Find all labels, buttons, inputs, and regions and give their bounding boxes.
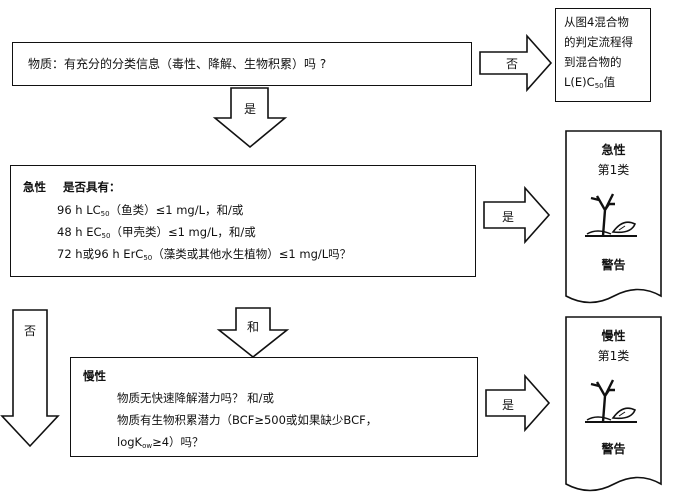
environment-hazard-icon — [585, 193, 637, 237]
label-acute-title: 急性 — [601, 143, 626, 157]
label-acute-shape — [565, 130, 662, 304]
environment-hazard-icon — [585, 379, 637, 423]
chronic-criterion-bioaccumulation: 物质有生物积累潜力（BCF≥500或如果缺少BCF， — [117, 413, 378, 427]
acute-algae-pre: 72 h或96 h ErC — [57, 247, 144, 261]
label-acute: 急性 第1类 警告 — [566, 131, 661, 296]
label-acute-signal: 警告 — [601, 258, 626, 272]
arrow-yes-right1-label: 是 — [500, 208, 516, 225]
acute-criterion-algae: 72 h或96 h ErC50（藻类或其他水生植物）≤1 mg/L吗？ — [57, 247, 352, 262]
label-chronic-shape — [565, 316, 662, 492]
acute-fish-sub: 50 — [100, 210, 110, 218]
acute-algae-sub: 50 — [143, 254, 153, 262]
arrow-no-left — [0, 309, 60, 448]
mixture-result-box: 从图4混合物 的判定流程得 到混合物的 L(E)C50值 — [555, 8, 651, 102]
mixture-result-line2: 的判定流程得 — [564, 35, 633, 49]
mixture-result-line1: 从图4混合物 — [564, 15, 629, 29]
acute-toxicity-box: 急性 是否具有： 96 h LC50（鱼类）≤1 mg/L，和/或 48 h E… — [10, 165, 476, 277]
acute-criterion-fish: 96 h LC50（鱼类）≤1 mg/L，和/或 — [57, 203, 244, 218]
acute-algae-post: （藻类或其他水生植物）≤1 mg/L吗？ — [152, 247, 352, 261]
mixture-result-line4: L(E)C50值 — [564, 75, 616, 90]
chronic-logk: logK — [117, 435, 143, 449]
acute-fish-pre: 96 h LC — [57, 203, 101, 217]
acute-fish-post: （鱼类）≤1 mg/L，和/或 — [109, 203, 244, 217]
mixture-result-lec-end: 值 — [603, 75, 616, 89]
chronic-logk-post: ≥4）吗？ — [152, 435, 204, 449]
acute-crustacea-pre: 48 h EC — [57, 225, 102, 239]
mixture-result-line3: 到混合物的 — [564, 55, 622, 69]
arrow-yes-right1 — [483, 185, 551, 245]
label-chronic-title: 慢性 — [601, 329, 626, 343]
question-classification-info-box: 物质：有充分的分类信息（毒性、降解、生物积累）吗 ? — [12, 42, 472, 86]
arrow-yes-down-label: 是 — [242, 100, 258, 117]
label-chronic: 慢性 第1类 警告 — [566, 317, 661, 484]
chronic-title: 慢性 — [83, 369, 106, 383]
acute-title: 急性 — [23, 180, 46, 194]
chronic-criterion-degradation: 物质无快速降解潜力吗？ 和/或 — [117, 391, 275, 405]
label-chronic-signal: 警告 — [601, 442, 626, 456]
acute-criterion-crustacea: 48 h EC50（甲壳类）≤1 mg/L，和/或 — [57, 225, 256, 240]
label-chronic-category: 第1类 — [597, 349, 630, 363]
arrow-yes-down — [212, 87, 288, 149]
arrow-yes-right2-label: 是 — [500, 396, 516, 413]
chronic-criterion-logkow: logKow≥4）吗？ — [117, 435, 204, 450]
arrow-yes-right2 — [485, 373, 551, 433]
acute-question: 是否具有： — [63, 180, 121, 194]
acute-crustacea-sub: 50 — [101, 232, 111, 240]
mixture-result-lec-sub: 50 — [594, 82, 604, 90]
acute-crustacea-post: （甲壳类）≤1 mg/L，和/或 — [110, 225, 256, 239]
mixture-result-lec: L(E)C — [564, 75, 595, 89]
chronic-logk-sub: ow — [142, 442, 153, 450]
arrow-no-top-label: 否 — [504, 55, 520, 72]
chronic-toxicity-box: 慢性 物质无快速降解潜力吗？ 和/或 物质有生物积累潜力（BCF≥500或如果缺… — [70, 357, 478, 457]
question-classification-info-text: 物质：有充分的分类信息（毒性、降解、生物积累）吗 ? — [28, 57, 327, 71]
label-acute-category: 第1类 — [597, 163, 630, 177]
arrow-no-left-label: 否 — [22, 322, 38, 339]
arrow-and-down-label: 和 — [245, 318, 261, 335]
